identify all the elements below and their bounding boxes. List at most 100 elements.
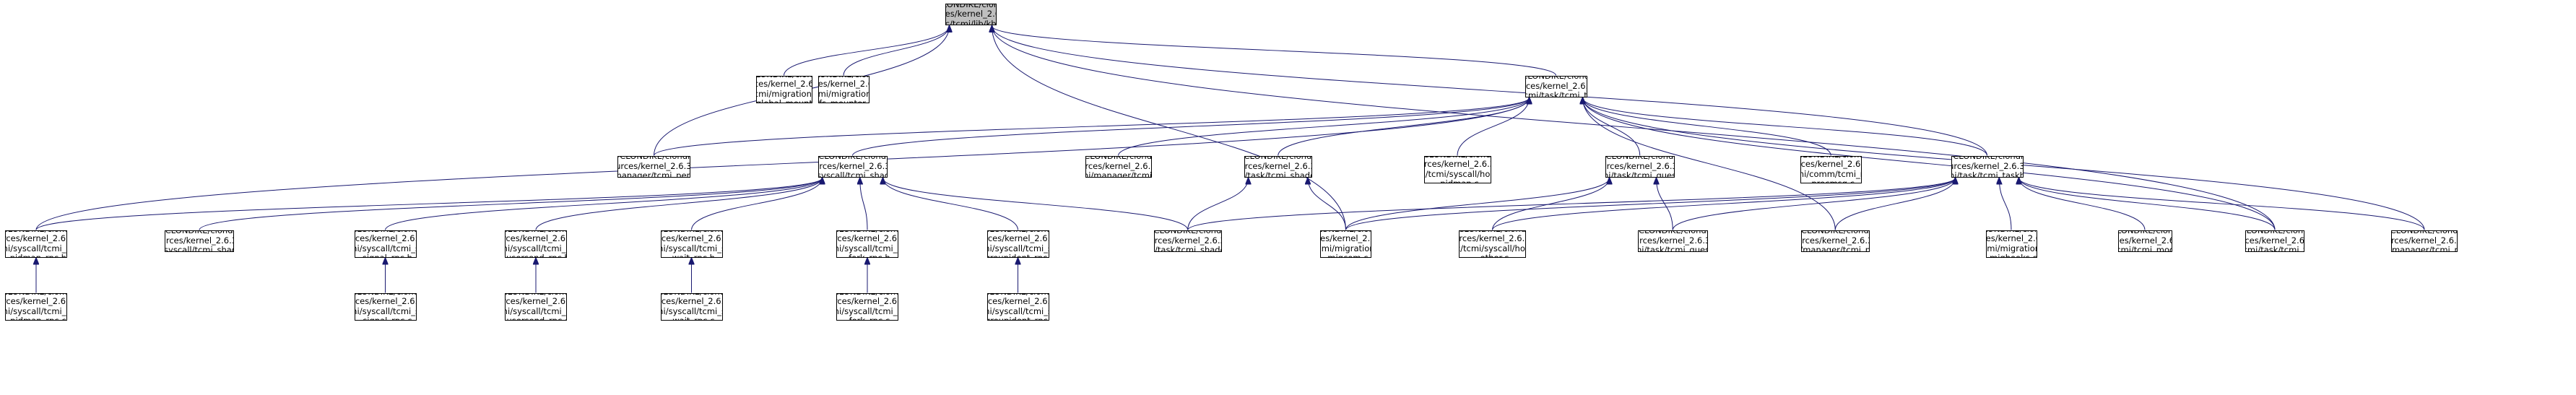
node-label-line: /sources/kernel_2.6.33.1 xyxy=(1154,235,1221,246)
node-shadow-pidman-rpc-c[interactable]: C:/CLONDIKE/clondike/sources/kernel_2.6.… xyxy=(5,292,67,321)
node-label-line: C:/CLONDIKE/clondike xyxy=(819,77,869,80)
node-label-line: /sources/kernel_2.6.33.1 xyxy=(2246,235,2304,246)
node-label-line: /src/tcmi/syscall/tcmi_shadow xyxy=(355,243,416,253)
edge-tcmi_task_h-to-kbl_h xyxy=(992,26,1556,76)
node-syscallhooks-other[interactable]: C:/CLONDIKE/clondike/sources/kernel_2.6.… xyxy=(1459,230,1526,258)
node-label-line: /sources/kernel_2.6.33.1 xyxy=(506,296,566,306)
node-label-line: /src/tcmi/syscall/tcmi_shadow_rpc.c xyxy=(165,245,233,252)
node-penmigman[interactable]: C:/CLONDIKE/clondike/sources/kernel_2.6.… xyxy=(617,155,690,178)
node-label-line: _other.c xyxy=(1476,253,1509,256)
node-label-line: /src/tcmi/syscall/tcmi_shadow xyxy=(506,243,566,253)
node-label-line: /sources/kernel_2.6.33.1 xyxy=(1952,160,2023,171)
node-label-line: /src/tcmi/task/tcmi_shadowtask.h xyxy=(1244,170,1311,178)
node-label-line: C:/CLONDIKE/clondike xyxy=(662,231,722,235)
node-label-line: /sources/kernel_2.6.33.1 xyxy=(945,9,996,19)
node-label-line: C:/CLONDIKE/clondike xyxy=(837,231,898,235)
node-fs9p-global[interactable]: C:/CLONDIKE/clondike/sources/kernel_2.6.… xyxy=(755,75,812,103)
node-label-line: /sources/kernel_2.6.33.1 xyxy=(1800,159,1861,169)
node-shadow-groupident-rpc-c[interactable]: C:/CLONDIKE/clondike/sources/kernel_2.6.… xyxy=(986,292,1049,321)
node-shadow-rpc-c[interactable]: C:/CLONDIKE/clondike/sources/kernel_2.6.… xyxy=(165,230,234,252)
node-shadowtask-h[interactable]: C:/CLONDIKE/clondike/sources/kernel_2.6.… xyxy=(1244,155,1312,178)
node-label-line: /src/tcmi/task/tcmi_guesttask.c xyxy=(1639,245,1707,252)
edge-migman_c-to-taskhelper_h xyxy=(2019,178,2425,230)
node-label-line: /sources/kernel_2.6.33.1 xyxy=(987,233,1049,243)
node-label-line: /src/tcmi/lib/kbl.h xyxy=(945,18,997,25)
node-label-line: /sources/kernel_2.6.33.1 xyxy=(355,233,416,243)
node-module-c[interactable]: C:/CLONDIKE/clondike/sources/kernel_2.6.… xyxy=(2117,230,2172,252)
node-label-line: C:/CLONDIKE/clondike xyxy=(818,155,887,162)
node-label-line: /src/tcmi/syscall/tcmi_shadow xyxy=(6,243,66,253)
node-label-line: /src/tcmi/syscall/tcmi_shadow xyxy=(662,243,722,253)
node-label-line: /sources/kernel_2.6.33.1 xyxy=(837,296,898,306)
node-shadow-usersend-rpc-c[interactable]: C:/CLONDIKE/clondike/sources/kernel_2.6.… xyxy=(505,292,567,321)
node-kbl-h[interactable]: C:/CLONDIKE/clondike/sources/kernel_2.6.… xyxy=(945,4,997,25)
edge-syscallhooks_other-to-guesttask_h xyxy=(1492,178,1610,230)
node-label-line: C:/CLONDIKE/clondike xyxy=(837,294,898,298)
edge-shadow_rpc_h-to-tcmi_task_h xyxy=(852,98,1530,156)
node-label-line: C:/CLONDIKE/clondike xyxy=(355,294,416,298)
node-label-line: /src/tcmi/syscall/tcmi_shadow xyxy=(506,305,566,316)
edge-task_c-to-taskhelper_h xyxy=(2019,178,2276,230)
edge-shadowtask_c-to-shadowtask_h xyxy=(1187,178,1249,230)
node-taskhelper-h[interactable]: C:/CLONDIKE/clondike/sources/kernel_2.6.… xyxy=(1951,155,2024,178)
edge-man_c-to-tcmi_task_h xyxy=(1118,98,1530,156)
node-shadow-signal-rpc-h[interactable]: C:/CLONDIKE/clondike/sources/kernel_2.6.… xyxy=(354,230,417,258)
node-label-line: _signal_rpc.h xyxy=(358,253,412,256)
node-label-line: _fs_mounter.c xyxy=(819,98,869,102)
node-label-line: C:/CLONDIKE/clondike xyxy=(355,231,416,235)
edge-shadow_wait_rpc_h-to-shadow_rpc_h xyxy=(691,178,823,230)
node-label-line: /src/tcmi/syscall/tcmi_shadow xyxy=(6,305,66,316)
node-label-line: /src/tcmi/manager/tcmi_penmigman.c xyxy=(618,170,690,178)
node-syscallhooks-pidman[interactable]: C:/CLONDIKE/clondike/sources/kernel_2.6.… xyxy=(1423,155,1491,183)
edge-shadow_signal_rpc_h-to-shadow_rpc_h xyxy=(385,178,823,230)
node-label-line: C:/CLONDIKE/clondike xyxy=(1526,75,1587,82)
node-shadow-fork-rpc-h[interactable]: C:/CLONDIKE/clondike/sources/kernel_2.6.… xyxy=(836,230,898,258)
node-shadow-pidman-rpc-h[interactable]: C:/CLONDIKE/clondike/sources/kernel_2.6.… xyxy=(5,230,67,258)
node-shadow-signal-rpc-c[interactable]: C:/CLONDIKE/clondike/sources/kernel_2.6.… xyxy=(354,292,417,321)
edge-shadowtask_c-to-taskhelper_h xyxy=(1187,178,1956,230)
node-label-line: /src/tcmi/syscall/hooks xyxy=(1460,243,1525,253)
node-shadowtask-c[interactable]: C:/CLONDIKE/clondike/sources/kernel_2.6.… xyxy=(1153,230,1222,252)
node-label-line: /sources/kernel_2.6.33.1 xyxy=(1244,160,1311,171)
edge-mighooks_c-to-taskhelper_h xyxy=(1999,178,2012,230)
node-label-line: _wait_rpc.h xyxy=(668,253,715,256)
edge-shadow_pidman_rpc_h-to-shadow_rpc_h xyxy=(35,178,823,230)
node-shadow-groupident-rpc-h[interactable]: C:/CLONDIKE/clondike/sources/kernel_2.6.… xyxy=(986,230,1049,258)
node-rpcresp[interactable]: C:/CLONDIKE/clondike/sources/kernel_2.6.… xyxy=(1800,155,1862,183)
node-label-line: /src/tcmi/manager/tcmi_migman.c xyxy=(2391,245,2457,252)
node-label-line: C:/CLONDIKE/clondike xyxy=(506,231,566,235)
node-label-line: /src/tcmi/syscall/tcmi_shadow xyxy=(837,305,898,316)
node-mighooks-c[interactable]: C:/CLONDIKE/clondike/sources/kernel_2.6.… xyxy=(1985,230,2037,258)
node-man-c[interactable]: C:/CLONDIKE/clondike/sources/kernel_2.6.… xyxy=(1085,155,1152,178)
node-label-line: /sources/kernel_2.6.33.1 xyxy=(1985,233,2037,243)
node-migman-c[interactable]: C:/CLONDIKE/clondike/sources/kernel_2.6.… xyxy=(2391,230,2458,252)
node-label-line: _signal_rpc.c xyxy=(359,316,412,319)
node-fs9p-mounter[interactable]: C:/CLONDIKE/clondike/sources/kernel_2.6.… xyxy=(818,75,869,103)
edge-migcom_c-to-shadowtask_h xyxy=(1308,178,1346,230)
node-shadow-wait-rpc-h[interactable]: C:/CLONDIKE/clondike/sources/kernel_2.6.… xyxy=(660,230,723,258)
node-label-line: C:/CLONDIKE/clondike xyxy=(946,4,996,9)
node-label-line: /src/tcmi/syscall/tcmi_shadow xyxy=(988,305,1049,316)
node-label-line: /sources/kernel_2.6.33.1 xyxy=(506,233,566,243)
node-guesttask-c[interactable]: C:/CLONDIKE/clondike/sources/kernel_2.6.… xyxy=(1638,230,1708,252)
node-guesttask-h[interactable]: C:/CLONDIKE/clondike/sources/kernel_2.6.… xyxy=(1605,155,1675,178)
node-label-line: /sources/kernel_2.6.33.1 xyxy=(1320,233,1371,243)
node-shadow-rpc-h[interactable]: C:/CLONDIKE/clondike/sources/kernel_2.6.… xyxy=(818,155,888,178)
node-shadow-usersend-rpc-h[interactable]: C:/CLONDIKE/clondike/sources/kernel_2.6.… xyxy=(505,230,567,258)
edge-syscallhooks_pidman-to-tcmi_task_h xyxy=(1457,98,1530,156)
node-label-line: /sources/kernel_2.6.33.1 xyxy=(757,79,812,89)
edge-shadow_fork_rpc_h-to-shadow_rpc_h xyxy=(860,178,868,230)
node-penman-c[interactable]: C:/CLONDIKE/clondike/sources/kernel_2.6.… xyxy=(1801,230,1870,252)
node-label-line: /src/tcmi/syscall/tcmi_shadow xyxy=(662,305,722,316)
node-shadow-fork-rpc-c[interactable]: C:/CLONDIKE/clondike/sources/kernel_2.6.… xyxy=(836,292,898,321)
node-label-line: C:/CLONDIKE/clondike xyxy=(757,77,812,80)
node-label-line: C:/CLONDIKE/clondike xyxy=(617,155,690,162)
node-task-c[interactable]: C:/CLONDIKE/clondike/sources/kernel_2.6.… xyxy=(2245,230,2304,252)
node-label-line: _procmsg.c xyxy=(1808,178,1855,182)
node-label-line: C:/CLONDIKE/clondike xyxy=(1638,230,1707,236)
node-shadow-wait-rpc-c[interactable]: C:/CLONDIKE/clondike/sources/kernel_2.6.… xyxy=(660,292,723,321)
node-label-line: _wait_rpc.c xyxy=(669,316,715,319)
node-tcmi-task-h[interactable]: C:/CLONDIKE/clondike/sources/kernel_2.6.… xyxy=(1525,75,1587,97)
node-migcom-c[interactable]: C:/CLONDIKE/clondike/sources/kernel_2.6.… xyxy=(1320,230,1371,258)
